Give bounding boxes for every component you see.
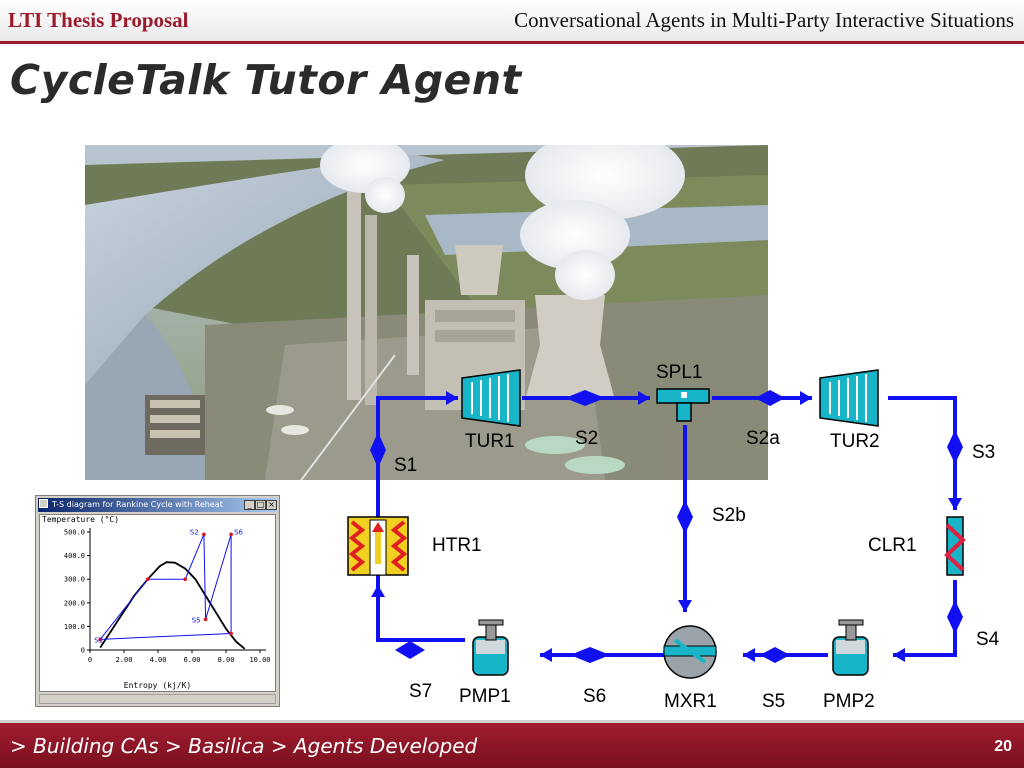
ts-x-tick-label: 2.00 — [116, 656, 133, 664]
close-button[interactable]: × — [266, 500, 277, 510]
ts-x-tick-label: 6.00 — [184, 656, 201, 664]
ts-y-tick-label: 200.0 — [64, 599, 85, 607]
header-divider — [0, 41, 1024, 44]
power-plant-illustration — [85, 145, 768, 480]
ts-chart-area: Temperature (°C) Entropy (kj/K) 0 2.00 4.0… — [39, 514, 276, 692]
ts-point-label: S2 — [190, 528, 199, 536]
ts-data-point — [203, 617, 208, 622]
ts-x-tick-label: 10.00 — [249, 656, 270, 664]
ts-point-label: S1 — [94, 636, 103, 644]
label-tur2: TUR2 — [830, 431, 880, 452]
ts-series-line — [99, 534, 232, 640]
ts-data-point — [146, 577, 150, 581]
turbine-1 — [461, 369, 521, 427]
ts-y-tick-label: 400.0 — [64, 552, 85, 560]
ts-data-point — [183, 577, 187, 581]
ts-x-tick-label: 0 — [88, 656, 92, 664]
label-s2a: S2a — [746, 428, 780, 449]
label-mxr1: MXR1 — [664, 691, 717, 712]
heater — [347, 516, 409, 576]
ts-x-tick-label: 8.00 — [218, 656, 235, 664]
maximize-button[interactable]: □ — [255, 500, 266, 510]
label-htr1: HTR1 — [432, 535, 482, 556]
ts-y-tick-label: 300.0 — [64, 576, 85, 584]
ts-window-statusbar — [39, 694, 276, 704]
label-spl1: SPL1 — [656, 362, 702, 383]
label-s5: S5 — [762, 691, 785, 712]
pump-2 — [832, 619, 869, 676]
ts-y-tick-label: 500.0 — [64, 529, 85, 537]
window-system-icon[interactable] — [39, 499, 48, 508]
power-plant-photo — [85, 145, 768, 480]
diagram-labels: TUR1 SPL1 TUR2 HTR1 CLR1 PMP1 MXR1 PMP2 … — [394, 362, 1000, 712]
label-s3: S3 — [972, 442, 995, 463]
ts-window-title: T-S diagram for Rankine Cycle with Rehea… — [52, 500, 223, 509]
label-s7: S7 — [409, 681, 432, 702]
ts-data-point — [202, 532, 206, 537]
ts-data-point — [229, 532, 233, 537]
splitter — [656, 388, 710, 422]
header-right-title: Conversational Agents in Multi-Party Int… — [514, 8, 1014, 32]
stream-markers — [370, 390, 963, 663]
ts-point-label: S5 — [192, 616, 201, 624]
slide-title: CycleTalk Tutor Agent — [10, 56, 522, 104]
minimize-button[interactable]: _ — [244, 500, 255, 510]
label-s2: S2 — [575, 428, 598, 449]
label-s4: S4 — [976, 629, 1000, 650]
ts-window-titlebar[interactable]: T-S diagram for Rankine Cycle with Rehea… — [38, 498, 277, 512]
label-s6: S6 — [583, 686, 606, 707]
ts-xlabel: Entropy (kj/K) — [123, 681, 192, 690]
ts-diagram-plot: 0 2.00 4.00 6.00 8.00 10.00 0 100.0 200.0 300.0 40… — [64, 528, 271, 664]
ts-ylabel: Temperature (°C) — [42, 515, 120, 524]
label-s2b: S2b — [712, 505, 746, 526]
ts-data-point — [98, 637, 102, 642]
slide-footer — [0, 723, 1024, 768]
ts-point-label: S6 — [234, 528, 243, 536]
slide-number: 20 — [994, 738, 1012, 755]
cooler — [944, 516, 966, 576]
label-tur1: TUR1 — [465, 431, 515, 452]
label-pmp2: PMP2 — [823, 691, 875, 712]
ts-y-tick-label: 0 — [81, 647, 85, 655]
label-clr1: CLR1 — [868, 535, 917, 556]
footer-breadcrumb: > Building CAs > Basilica > Agents Devel… — [10, 734, 478, 758]
footer-divider — [0, 720, 1024, 723]
header-left-title: LTI Thesis Proposal — [8, 8, 189, 32]
label-s1: S1 — [394, 455, 417, 476]
pump-1 — [472, 619, 509, 676]
turbine-2 — [819, 369, 879, 427]
ts-x-tick-label: 4.00 — [150, 656, 167, 664]
ts-data-point — [229, 631, 233, 636]
ts-diagram-window[interactable]: T-S diagram for Rankine Cycle with Rehea… — [35, 495, 280, 707]
ts-y-tick-label: 100.0 — [64, 623, 85, 631]
slide-header: LTI Thesis Proposal Conversational Agent… — [0, 0, 1024, 42]
label-pmp1: PMP1 — [459, 686, 511, 707]
mixer — [663, 625, 717, 679]
